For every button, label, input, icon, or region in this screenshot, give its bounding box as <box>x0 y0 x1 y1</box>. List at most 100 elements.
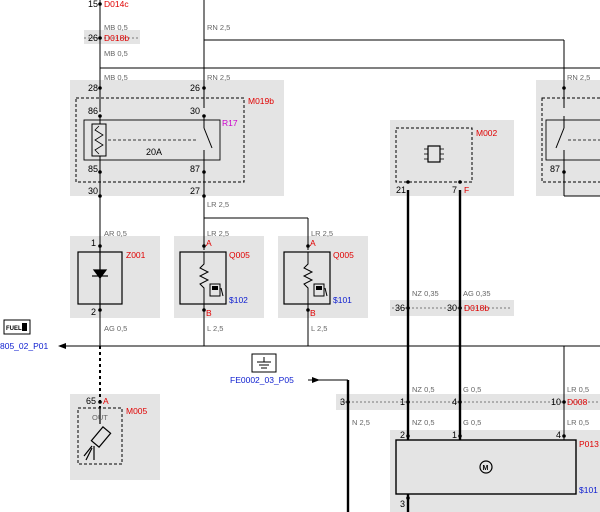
pin-28: 28 <box>88 83 98 93</box>
pin-1-b: 1 <box>400 397 405 407</box>
wire-ar05: AR 0,5 <box>104 229 127 238</box>
q005-b-zone <box>278 236 368 318</box>
pin-f: F <box>464 185 469 195</box>
wire-l25-a: L 2,5 <box>207 324 223 333</box>
relay-right-inner <box>545 119 600 161</box>
wire-rn25-c: RN 2,5 <box>567 73 590 82</box>
q005-b-box <box>283 251 331 305</box>
wire-lr25-b: LR 2,5 <box>207 229 229 238</box>
pin-b-2: B <box>310 308 316 318</box>
wire-nz05-b: NZ 0,5 <box>412 418 435 427</box>
pin-36: 36 <box>395 303 405 313</box>
ground-icon <box>257 357 271 369</box>
relay-right-box <box>541 97 600 183</box>
d018b-top-strip <box>84 30 140 44</box>
fuel-badge-label: FUEL <box>6 326 22 332</box>
q005-b-resistor-icon <box>302 252 314 304</box>
component-p013: P013 <box>579 439 599 449</box>
wire-mb05-b: MB 0,5 <box>104 49 128 58</box>
ref-ground[interactable]: FE0002_03_P05 <box>230 375 294 385</box>
pin-3-b: 3 <box>400 499 405 509</box>
ref-s101-a[interactable]: $101 <box>333 295 352 305</box>
pin-2-b: 2 <box>400 430 405 440</box>
pin-85: 85 <box>88 164 98 174</box>
connector-d008: D008 <box>567 397 588 407</box>
wire-ag035: AG 0,35 <box>463 289 491 298</box>
component-m005: M005 <box>126 406 148 416</box>
q005-a-box <box>179 251 227 305</box>
connector-d018b-mid: D018b <box>464 303 489 313</box>
pin-2-a: 2 <box>91 307 96 317</box>
fuel-badge-icon <box>22 323 27 331</box>
diode-icon <box>92 246 108 310</box>
chip-icon <box>424 145 444 163</box>
wire-mb05-a: MB 0,5 <box>104 23 128 32</box>
relay-r17-inner <box>83 119 221 161</box>
wire-mb05-c: MB 0,5 <box>104 73 128 82</box>
fuel-pump-icon <box>313 283 328 297</box>
pin-65: 65 <box>86 396 96 406</box>
pin-b-1: B <box>206 308 212 318</box>
m005-out-label: OUT <box>92 413 108 422</box>
pin-3-a: 3 <box>340 397 345 407</box>
connector-d014c: D014c <box>104 0 129 9</box>
pin-1-a: 1 <box>91 238 96 248</box>
component-m002: M002 <box>476 128 498 138</box>
wire-lr25-c: LR 2,5 <box>311 229 333 238</box>
wire-lr05-a: LR 0,5 <box>567 385 589 394</box>
z001-zone <box>70 236 160 318</box>
m002-zone <box>390 120 514 196</box>
m002-box <box>395 127 473 183</box>
connector-d018b-top: D018b <box>104 33 129 43</box>
pin-15: 15 <box>88 0 98 9</box>
pin-7: 7 <box>452 185 457 195</box>
pin-21: 21 <box>396 185 406 195</box>
q005-a-zone <box>174 236 264 318</box>
fuel-arrow <box>58 343 66 349</box>
pin-a-3: A <box>103 396 109 406</box>
pin-87-a: 87 <box>190 164 200 174</box>
wire-rn25-b: RN 2,5 <box>207 73 230 82</box>
relay-right-switch-icon <box>555 116 600 172</box>
ground-badge[interactable] <box>251 353 277 373</box>
relay-switch-icon <box>203 116 213 172</box>
relay-zone-right <box>536 80 600 196</box>
component-z001: Z001 <box>126 250 146 260</box>
pin-10: 10 <box>551 397 561 407</box>
ref-s101-b[interactable]: $101 <box>579 485 598 495</box>
pin-1-c: 1 <box>452 430 457 440</box>
component-r17: R17 <box>222 118 238 128</box>
relay-m019b-box <box>75 97 245 183</box>
wire-g05-b: G 0,5 <box>463 418 481 427</box>
relay-fuse-label: 20A <box>146 147 162 157</box>
ref-fuel[interactable]: 805_02_P01 <box>0 341 48 351</box>
pin-a-2: A <box>310 238 316 248</box>
wire-ag05: AG 0,5 <box>104 324 127 333</box>
pin-30-c: 30 <box>447 303 457 313</box>
connector-lines <box>84 37 600 403</box>
svg-text:M: M <box>483 465 489 472</box>
wire-n25: N 2,5 <box>352 418 370 427</box>
fuel-pump-icon <box>209 283 224 297</box>
relay-coil-icon <box>91 116 107 172</box>
pin-26-a: 26 <box>88 33 98 43</box>
wire-g05-a: G 0,5 <box>463 385 481 394</box>
wire-rn25-a: RN 2,5 <box>207 23 230 32</box>
thin-wires <box>64 0 600 440</box>
motor-icon: M <box>479 460 493 474</box>
component-m019b: M019b <box>248 96 274 106</box>
p013-box <box>395 439 577 495</box>
pin-86: 86 <box>88 106 98 116</box>
injector-icon <box>83 408 112 461</box>
wire-nz05-a: NZ 0,5 <box>412 385 435 394</box>
pin-30-b: 30 <box>88 186 98 196</box>
pin-4-a: 4 <box>452 397 457 407</box>
pin-4-b: 4 <box>556 430 561 440</box>
p013-zone <box>390 430 600 512</box>
pin-26-b: 26 <box>190 83 200 93</box>
ref-s102[interactable]: $102 <box>229 295 248 305</box>
component-q005-b: Q005 <box>333 250 354 260</box>
pin-27: 27 <box>190 186 200 196</box>
pin-a-1: A <box>206 238 212 248</box>
